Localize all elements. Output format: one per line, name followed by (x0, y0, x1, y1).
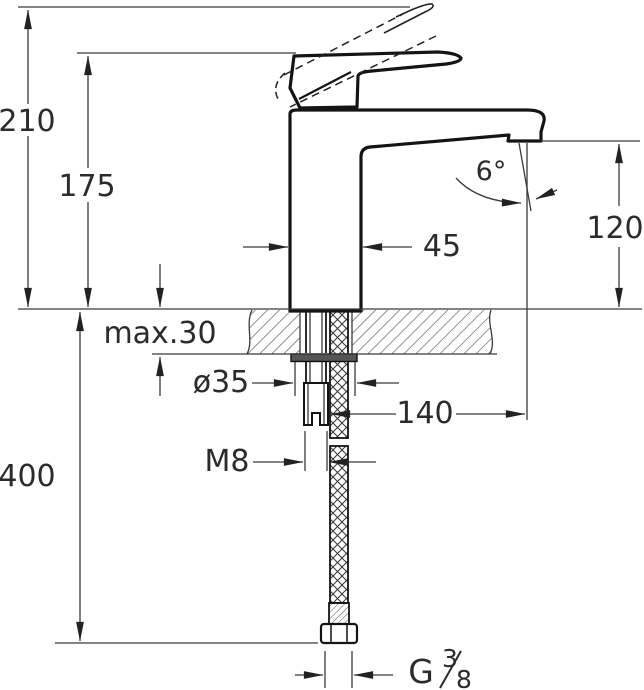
fraction-slash (439, 650, 462, 689)
label-spout-height: 120 (586, 211, 643, 246)
stud-end-slot (303, 382, 329, 426)
label-spout-reach: 140 (396, 396, 453, 431)
raised-lever-tip (383, 3, 434, 34)
hose-nut (319, 622, 359, 645)
handle (288, 50, 463, 110)
label-connection-g38: G 3 8 (408, 644, 472, 690)
handle-raised-dashed (274, 3, 437, 108)
mounting-stud (303, 310, 329, 426)
label-connection-prefix: G (408, 652, 434, 690)
dimension-lines (24, 9, 623, 679)
dimension-angle-6deg (455, 177, 558, 207)
counter-broken-edge-right (489, 309, 494, 355)
label-connection-denominator: 8 (456, 665, 472, 690)
handle-pivot-arc (274, 72, 286, 100)
label-connection-numerator: 3 (442, 644, 458, 673)
label-hole-diameter: ø35 (193, 365, 250, 400)
label-thread: M8 (205, 444, 250, 479)
counter-broken-edge-left (246, 309, 253, 355)
supply-hose (319, 309, 359, 645)
label-handle-height: 175 (58, 169, 115, 204)
label-deck-thickness: max.30 (103, 316, 216, 351)
faucet-body-outline (288, 108, 546, 313)
countertop-section (246, 309, 494, 355)
label-hose-length: 400 (0, 459, 56, 494)
water-stream-line (518, 142, 532, 212)
fixing-washer (290, 353, 358, 363)
hose-ferrule (328, 602, 350, 625)
label-body-width: 45 (423, 229, 461, 264)
label-spout-angle: 6° (476, 156, 507, 187)
handle-sculpt-line (298, 71, 352, 100)
extension-lines (18, 6, 642, 688)
label-overall-height: 210 (0, 104, 56, 139)
